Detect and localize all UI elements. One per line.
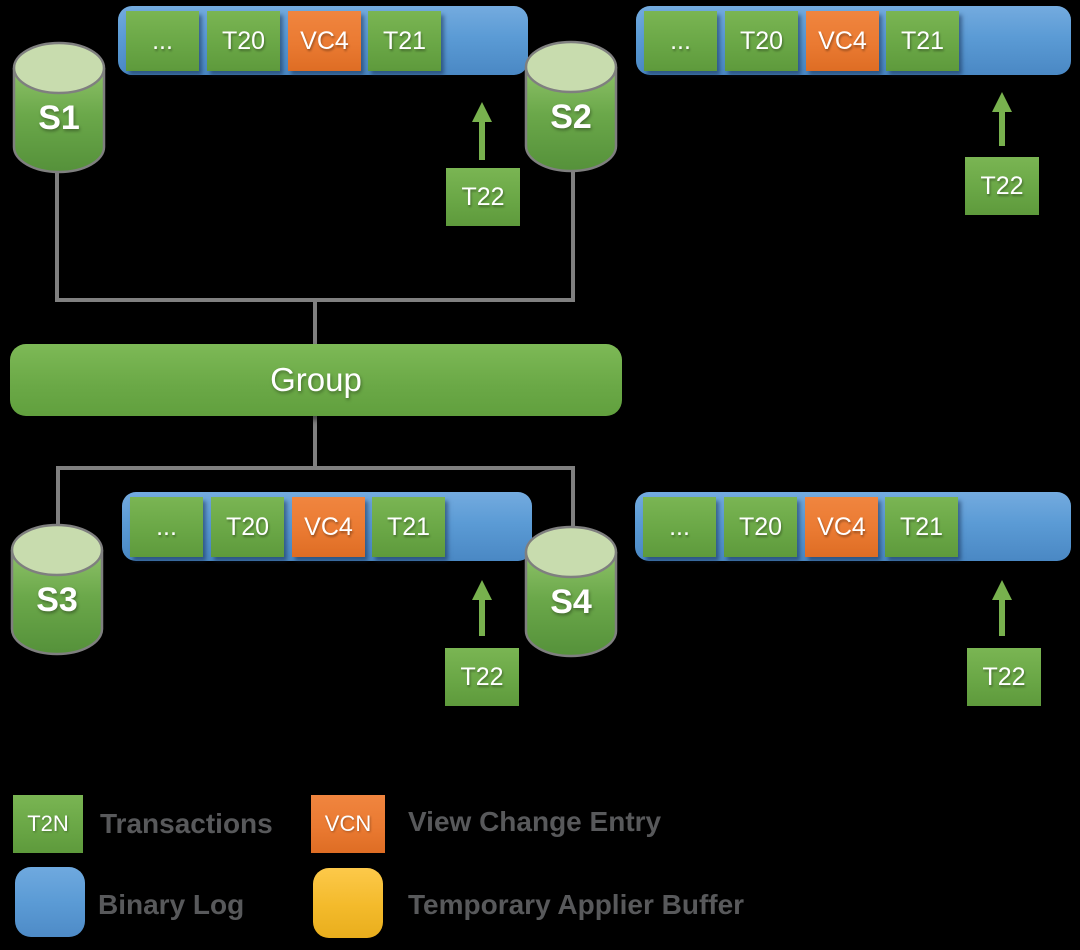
- binary-log-bar-s2: ... T20 VC4 T21: [636, 6, 1071, 75]
- database-cylinder-icon: [10, 523, 104, 656]
- log-entry: ...: [126, 11, 199, 71]
- legend-swatch-applier-buffer: [313, 868, 383, 938]
- up-arrow-icon: [472, 102, 492, 160]
- pending-transaction-box: T22: [445, 648, 519, 706]
- log-entry: VC4: [288, 11, 361, 71]
- legend-label-view-change: View Change Entry: [408, 806, 662, 837]
- log-entry: T21: [885, 497, 958, 557]
- up-arrow-icon: [992, 580, 1012, 636]
- legend-swatch-view-change: VCN: [311, 795, 385, 853]
- binary-log-bar-s1: ... T20 VC4 T21: [118, 6, 528, 75]
- binary-log-bar-s3: ... T20 VC4 T21: [122, 492, 532, 561]
- log-entry: VC4: [292, 497, 365, 557]
- pending-transaction-box: T22: [965, 157, 1039, 215]
- database-cylinder-s1: S1: [11, 41, 107, 175]
- legend-swatch-transactions: T2N: [13, 795, 83, 853]
- log-entry: T20: [211, 497, 284, 557]
- pending-transaction-box: T22: [967, 648, 1041, 706]
- legend-label-binary-log: Binary Log: [98, 889, 245, 920]
- pending-transaction-box: T22: [446, 168, 520, 226]
- log-entry: T20: [724, 497, 797, 557]
- log-entry: T20: [725, 11, 798, 71]
- up-arrow-icon: [472, 580, 492, 636]
- server-label: S3: [36, 581, 78, 619]
- log-entry: ...: [644, 11, 717, 71]
- database-cylinder-icon: [524, 525, 618, 658]
- database-cylinder-s3: S3: [9, 523, 105, 657]
- database-cylinder-icon: [524, 40, 618, 173]
- log-entry: ...: [130, 497, 203, 557]
- server-label: S1: [38, 99, 80, 137]
- group-box: Group: [10, 344, 622, 416]
- log-entry: T21: [372, 497, 445, 557]
- log-entry: VC4: [805, 497, 878, 557]
- legend-label-applier-buffer: Temporary Applier Buffer: [408, 889, 745, 920]
- database-cylinder-s2: S2: [523, 40, 619, 174]
- log-entry: T20: [207, 11, 280, 71]
- binary-log-bar-s4: ... T20 VC4 T21: [635, 492, 1071, 561]
- server-label: S4: [550, 583, 592, 621]
- up-arrow-icon: [992, 92, 1012, 146]
- log-entry: ...: [643, 497, 716, 557]
- database-cylinder-icon: [12, 41, 106, 174]
- server-label: S2: [550, 98, 592, 136]
- legend-swatch-binary-log: [15, 867, 85, 937]
- database-cylinder-s4: S4: [523, 525, 619, 659]
- log-entry: VC4: [806, 11, 879, 71]
- log-entry: T21: [368, 11, 441, 71]
- log-entry: T21: [886, 11, 959, 71]
- legend-label-transactions: Transactions: [100, 808, 273, 839]
